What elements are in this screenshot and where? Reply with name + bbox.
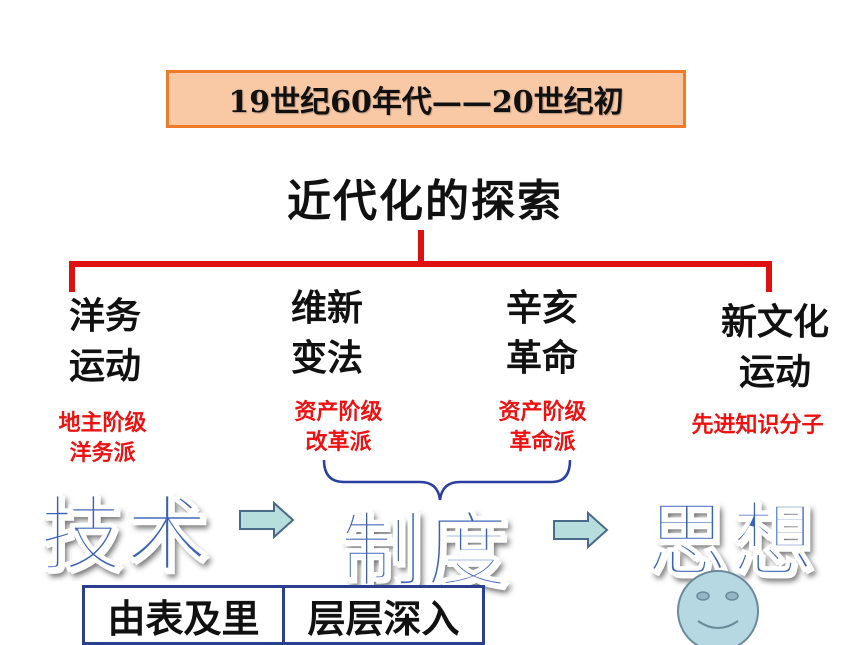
right-arrow-icon	[553, 510, 609, 550]
right-arrow-icon	[239, 500, 295, 540]
topic-revolution: 辛亥 革命	[505, 288, 578, 379]
grouping-bracket	[322, 459, 572, 501]
class-label-reform: 资产阶级 改革派	[294, 400, 383, 455]
class-label-westernization: 地主阶级 洋务派	[58, 411, 147, 466]
topic-westernization: 洋务 运动	[68, 296, 141, 387]
topic-new-culture: 新文化 运动	[720, 302, 829, 393]
stage-technology: 技术	[39, 487, 213, 584]
summary-left: 由表及里	[107, 596, 260, 641]
era-banner: 19世纪60年代——20世纪初	[166, 70, 686, 128]
class-label-new-culture: 先进知识分子	[691, 413, 824, 438]
summary-box: 由表及里 层层深入	[82, 585, 485, 645]
summary-right: 层层深入	[282, 588, 482, 642]
stage-institution: 制度	[339, 503, 513, 600]
diagram-title: 近代化的探索	[287, 176, 563, 227]
topic-reform: 维新 变法	[290, 288, 363, 379]
class-label-revolution: 资产阶级 革命派	[498, 400, 587, 455]
smiley-face-icon	[677, 570, 759, 645]
